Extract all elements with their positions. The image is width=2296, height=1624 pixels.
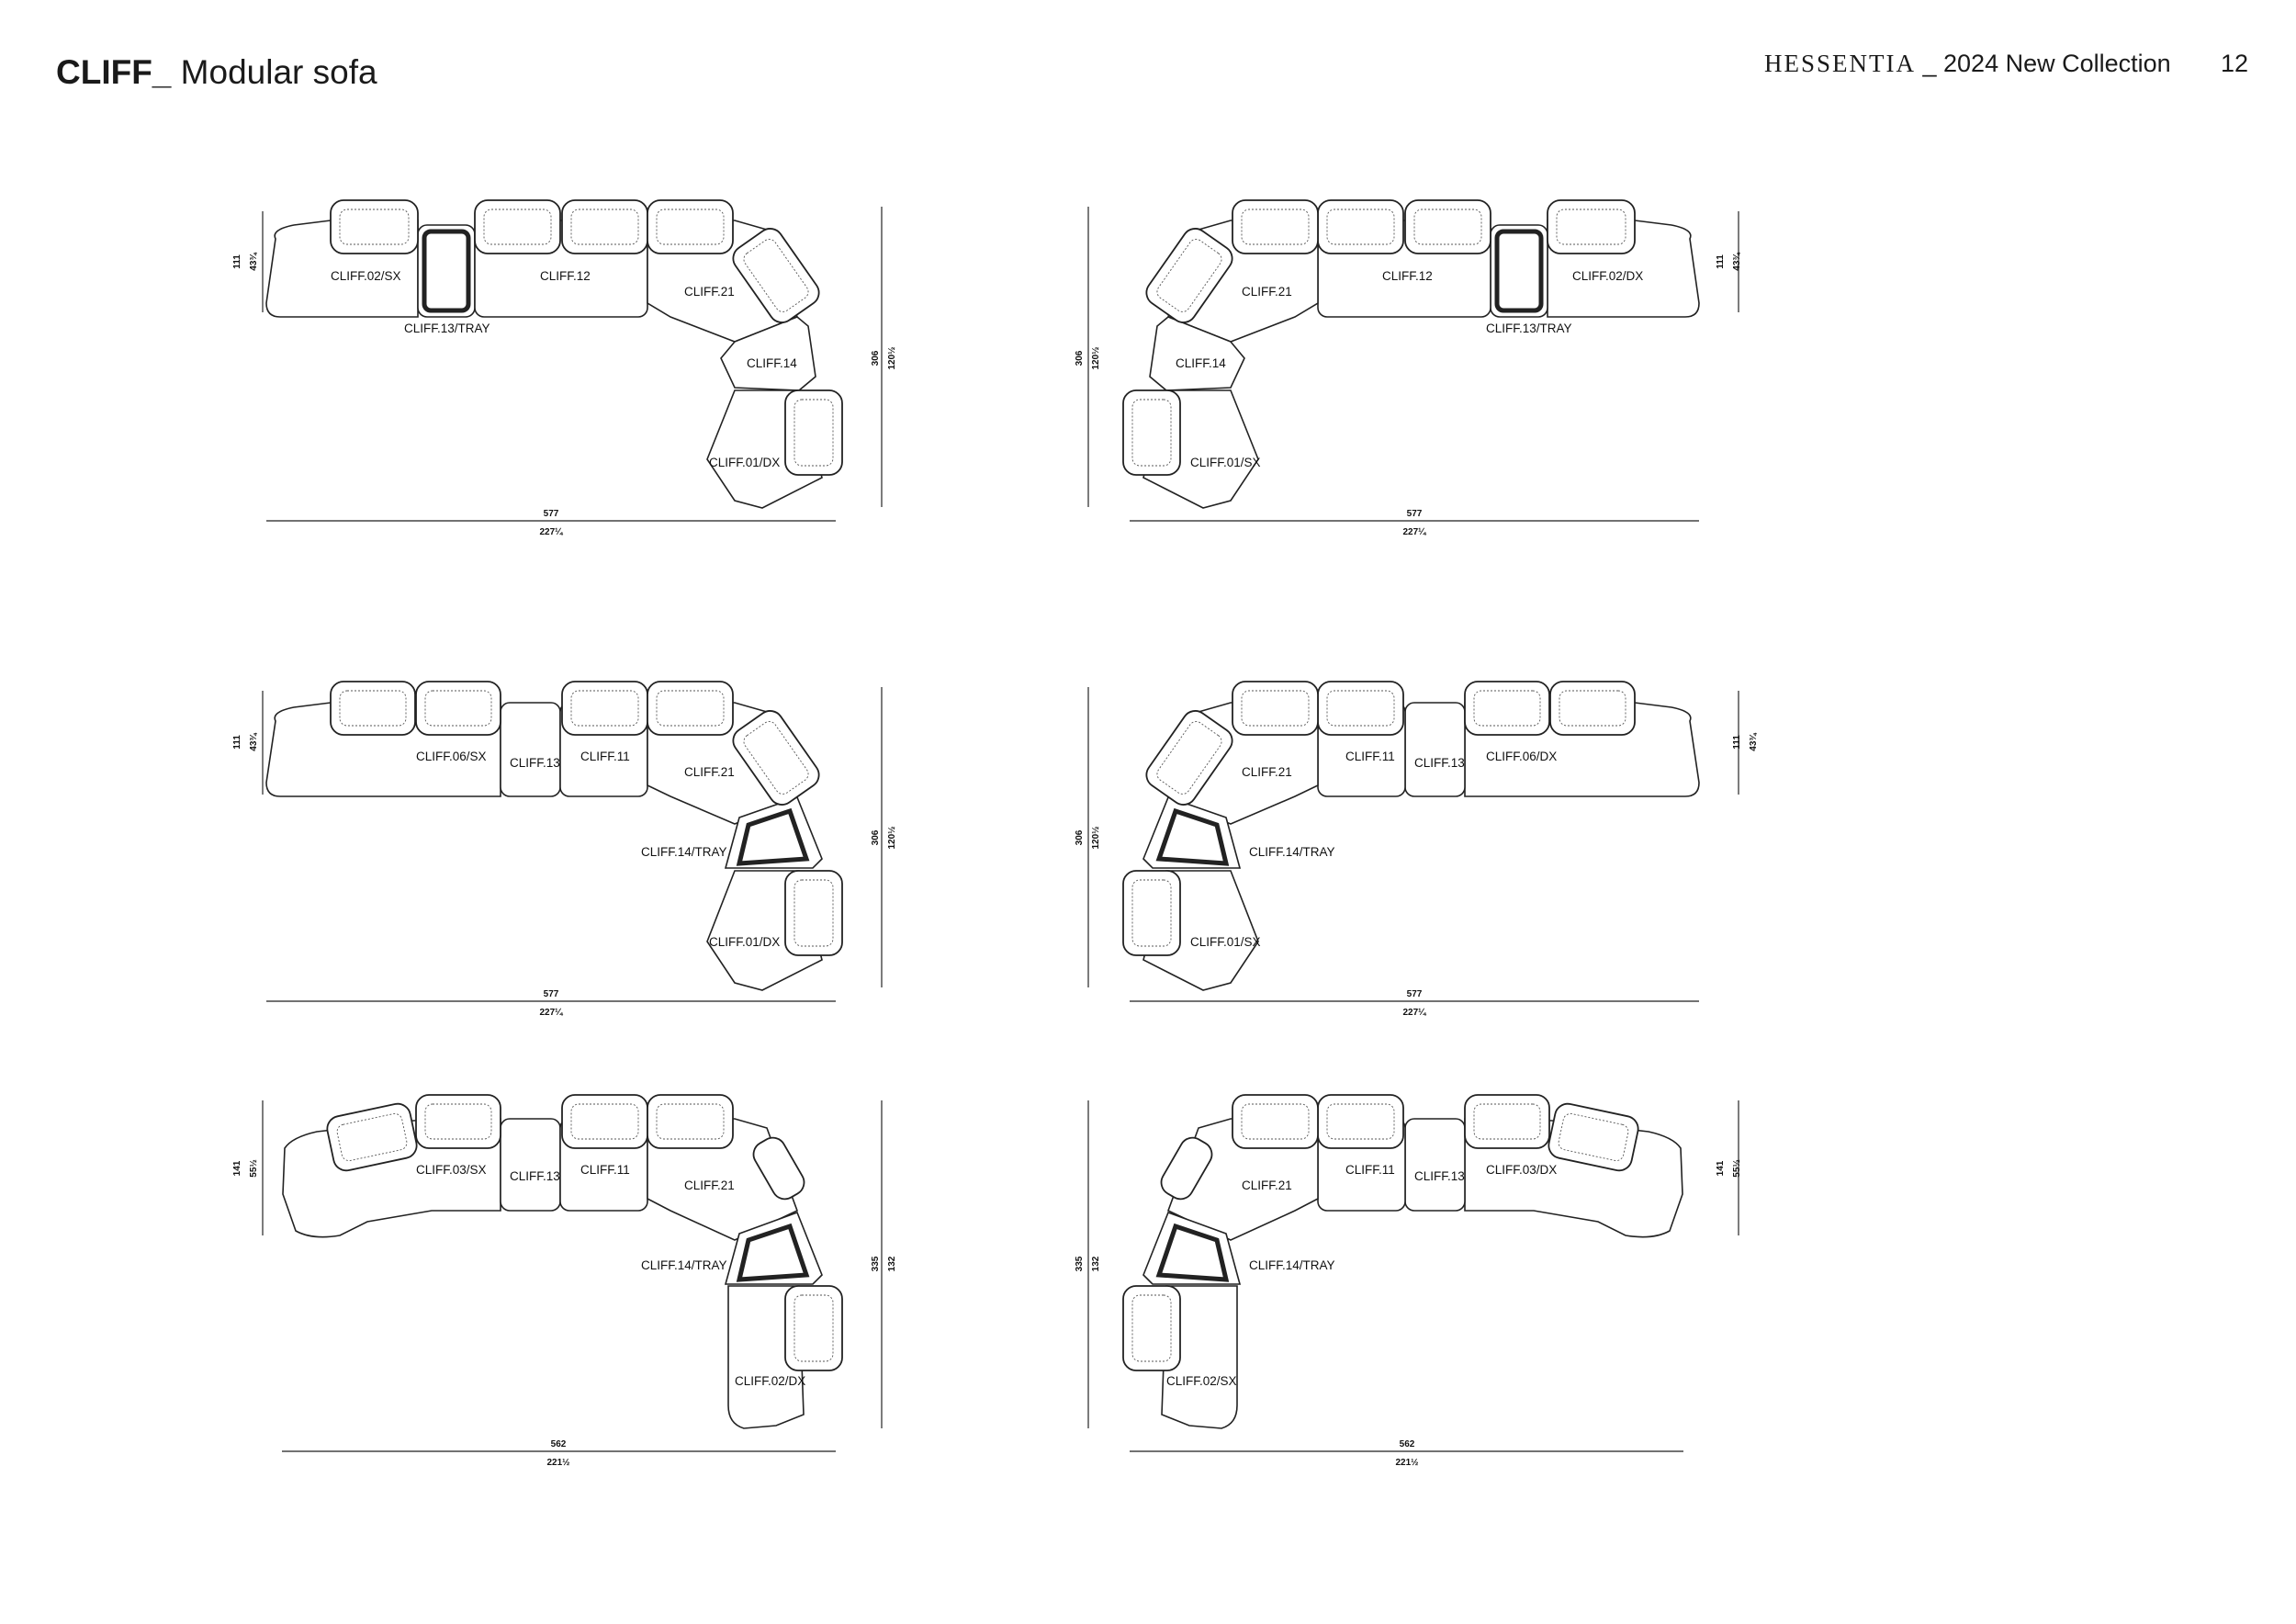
- config-4: CLIFF.21 CLIFF.11 CLIFF.13 CLIFF.06/DX C…: [1075, 681, 1759, 1018]
- module-label: CLIFF.03/SX: [416, 1163, 487, 1177]
- config-5: CLIFF.03/SX CLIFF.13 CLIFF.11 CLIFF.21 C…: [232, 1094, 897, 1468]
- height-cm: 111: [232, 254, 242, 269]
- depth-in: 120½: [1091, 346, 1101, 369]
- module-label: CLIFF.12: [540, 269, 591, 283]
- collection-label: _ 2024 New Collection: [1916, 50, 2171, 77]
- module-label: CLIFF.13/TRAY: [1486, 321, 1572, 335]
- module-label: CLIFF.21: [1242, 765, 1292, 779]
- module-label: CLIFF.21: [1242, 1179, 1292, 1192]
- brand-logo: HESSENTIA: [1764, 50, 1916, 77]
- height-in: 43¾: [1749, 733, 1759, 751]
- sofa-plan: [1122, 199, 1700, 509]
- depth-cm: 306: [1075, 350, 1085, 366]
- module-label: CLIFF.14/TRAY: [641, 845, 727, 859]
- module-label: CLIFF.13: [510, 1169, 560, 1183]
- width-in: 221½: [546, 1458, 569, 1468]
- module-label: CLIFF.01/SX: [1190, 456, 1261, 469]
- depth-cm: 306: [871, 350, 881, 366]
- height-in: 55½: [1732, 1159, 1742, 1177]
- sofa-plan: [1122, 1094, 1683, 1429]
- module-label: CLIFF.02/DX: [735, 1374, 805, 1388]
- width-cm: 577: [544, 509, 559, 519]
- width-cm: 577: [1407, 509, 1423, 519]
- title-subtitle: Modular sofa: [171, 53, 377, 91]
- sofa-plan: [1122, 681, 1700, 991]
- depth-in: 120½: [887, 826, 897, 849]
- module-label: CLIFF.02/DX: [1572, 269, 1643, 283]
- module-label: CLIFF.14: [747, 356, 797, 370]
- module-label: CLIFF.02/SX: [331, 269, 401, 283]
- config-6: CLIFF.21 CLIFF.11 CLIFF.13 CLIFF.03/DX C…: [1075, 1094, 1742, 1468]
- width-in: 221½: [1395, 1458, 1418, 1468]
- depth-cm: 306: [871, 829, 881, 845]
- width-cm: 577: [544, 989, 559, 999]
- module-label: CLIFF.13: [1414, 756, 1465, 770]
- width-cm: 577: [1407, 989, 1423, 999]
- height-in: 55½: [249, 1159, 259, 1177]
- sofa-plan: [265, 681, 843, 991]
- width-cm: 562: [551, 1439, 567, 1449]
- module-label: CLIFF.11: [1345, 750, 1395, 763]
- page-title: CLIFF_ Modular sofa: [56, 53, 377, 92]
- module-label: CLIFF.14/TRAY: [641, 1258, 727, 1272]
- depth-in: 132: [1091, 1256, 1101, 1271]
- height-in: 43¾: [249, 253, 259, 271]
- module-label: CLIFF.14/TRAY: [1249, 845, 1335, 859]
- module-label: CLIFF.11: [580, 1163, 630, 1177]
- module-label: CLIFF.03/DX: [1486, 1163, 1557, 1177]
- width-in: 227¼: [1402, 1008, 1426, 1018]
- height-cm: 141: [232, 1160, 242, 1176]
- module-label: CLIFF.14/TRAY: [1249, 1258, 1335, 1272]
- module-label: CLIFF.21: [1242, 285, 1292, 299]
- module-label: CLIFF.14: [1176, 356, 1226, 370]
- width-cm: 562: [1400, 1439, 1415, 1449]
- depth-in: 132: [887, 1256, 897, 1271]
- width-in: 227¼: [1402, 527, 1426, 537]
- module-label: CLIFF.13: [1414, 1169, 1465, 1183]
- module-label: CLIFF.21: [684, 1179, 735, 1192]
- sofa-plan: [265, 199, 843, 509]
- config-1: CLIFF.02/SX CLIFF.13/TRAY CLIFF.12 CLIFF…: [232, 199, 897, 537]
- depth-in: 120½: [887, 346, 897, 369]
- module-label: CLIFF.13/TRAY: [404, 321, 490, 335]
- sofa-plan: [282, 1094, 843, 1429]
- module-label: CLIFF.21: [684, 765, 735, 779]
- module-label: CLIFF.06/DX: [1486, 750, 1557, 763]
- width-in: 227¼: [539, 1008, 563, 1018]
- module-label: CLIFF.12: [1382, 269, 1433, 283]
- brand-header: HESSENTIA _ 2024 New Collection: [1764, 50, 2171, 78]
- height-in: 43¾: [249, 733, 259, 751]
- module-label: CLIFF.01/SX: [1190, 935, 1261, 949]
- page-number: 12: [2221, 50, 2249, 77]
- height-cm: 111: [1732, 735, 1742, 750]
- title-product: CLIFF_: [56, 53, 172, 91]
- module-label: CLIFF.11: [1345, 1163, 1395, 1177]
- module-label: CLIFF.02/SX: [1166, 1374, 1237, 1388]
- height-cm: 141: [1716, 1160, 1726, 1176]
- module-label: CLIFF.01/DX: [709, 456, 780, 469]
- depth-cm: 306: [1075, 829, 1085, 845]
- module-label: CLIFF.21: [684, 285, 735, 299]
- depth-cm: 335: [871, 1256, 881, 1271]
- config-2: CLIFF.21 CLIFF.12 CLIFF.13/TRAY CLIFF.02…: [1075, 199, 1742, 537]
- height-cm: 111: [232, 735, 242, 750]
- depth-cm: 335: [1075, 1256, 1085, 1271]
- module-label: CLIFF.01/DX: [709, 935, 780, 949]
- module-label: CLIFF.11: [580, 750, 630, 763]
- height-in: 43¾: [1732, 253, 1742, 271]
- height-cm: 111: [1716, 254, 1726, 269]
- depth-in: 120½: [1091, 826, 1101, 849]
- module-label: CLIFF.13: [510, 756, 560, 770]
- width-in: 227¼: [539, 527, 563, 537]
- module-label: CLIFF.06/SX: [416, 750, 487, 763]
- config-3: CLIFF.06/SX CLIFF.13 CLIFF.11 CLIFF.21 C…: [232, 681, 897, 1018]
